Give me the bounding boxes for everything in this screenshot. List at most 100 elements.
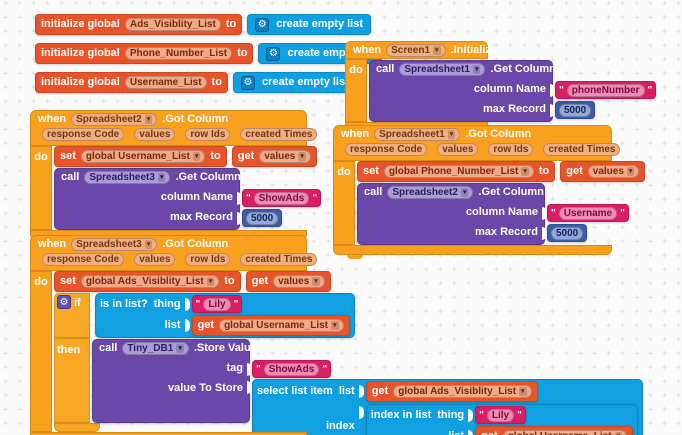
text-block[interactable]: "phoneNumber" — [555, 81, 657, 99]
param-label: column Name — [473, 83, 546, 95]
variable-dropdown[interactable]: global Ads_Visiblity_List▾ — [80, 275, 220, 288]
number-block[interactable]: 5000 — [242, 209, 283, 227]
is-in-list-block[interactable]: is in list?thing "Lily" list get globa — [95, 293, 355, 338]
initialize-variable-block[interactable]: initialize global Phone_Number_List to — [35, 43, 254, 64]
variable-dropdown[interactable]: global Username_List▾ — [80, 150, 206, 163]
variable-dropdown[interactable]: global Username_List▾ — [219, 319, 344, 332]
text-field[interactable]: phoneNumber — [566, 83, 645, 97]
set-statement-row: set global Ads_Visiblity_List▾ to get va… — [54, 271, 331, 292]
event-param-chip: row Ids — [185, 253, 231, 266]
if-then-block[interactable]: ⚙ if is in list?thing "Lily" list — [54, 293, 644, 435]
socket — [227, 76, 233, 89]
text-field[interactable]: Username — [558, 206, 618, 220]
to-label: to — [237, 47, 248, 59]
event-block-spreadsheet2-got-column[interactable]: when Spreadsheet2▾ .Got Column response … — [30, 110, 322, 244]
dropdown-icon: ▾ — [447, 129, 456, 139]
text-block[interactable]: "ShowAds" — [242, 189, 322, 207]
to-label: to — [224, 275, 235, 287]
create-empty-list-block[interactable]: ⚙ create empty list — [232, 72, 357, 93]
event-param-chip: created Times — [240, 253, 318, 266]
event-param-chip: row Ids — [488, 143, 534, 156]
variable-name-field[interactable]: Phone_Number_List — [124, 47, 233, 60]
event-block-spreadsheet3-got-column[interactable]: when Spreadsheet3▾ .Got Column response … — [30, 235, 644, 435]
component-dropdown[interactable]: Tiny_DB1▾ — [122, 342, 189, 355]
initialize-variable-block[interactable]: initialize global Ads_Visiblity_List to — [35, 14, 243, 35]
text-field[interactable]: Lily — [486, 408, 515, 422]
number-block[interactable]: 5000 — [547, 224, 588, 242]
variable-dropdown[interactable]: global Ads_Visiblity_List▾ — [393, 385, 532, 398]
number-field[interactable]: 5000 — [551, 226, 584, 240]
socket — [468, 430, 474, 435]
text-field[interactable]: ShowAds — [263, 362, 320, 376]
event-param-chip: response Code — [42, 253, 125, 266]
component-dropdown[interactable]: Spreadsheet3▾ — [71, 237, 158, 251]
text-field[interactable]: ShowAds — [253, 191, 310, 205]
gear-icon[interactable]: ⚙ — [255, 17, 270, 32]
variable-dropdown[interactable]: values▾ — [259, 150, 311, 163]
variable-name-field[interactable]: Username_List — [124, 76, 207, 89]
create-empty-list-block[interactable]: ⚙ create empty list — [247, 14, 372, 35]
get-variable-block[interactable]: get values▾ — [560, 161, 646, 182]
variable-dropdown[interactable]: global Phone_Number_List▾ — [383, 165, 534, 178]
event-param-chip: values — [437, 143, 479, 156]
set-label: set — [363, 165, 379, 177]
text-field[interactable]: Lily — [203, 297, 231, 311]
dropdown-icon: ▾ — [206, 277, 215, 286]
if-header: ⚙ if — [54, 293, 90, 338]
text-block[interactable]: "Username" — [547, 204, 629, 222]
get-variable-block[interactable]: get global Username_List▾ — [191, 315, 350, 336]
dropdown-icon: ▾ — [144, 114, 153, 124]
component-dropdown[interactable]: Spreadsheet2▾ — [71, 112, 158, 126]
text-block[interactable]: "Lily" — [475, 406, 526, 424]
set-variable-block[interactable]: set global Ads_Visiblity_List▾ to — [54, 271, 241, 292]
init-global-phone-number-list-block[interactable]: initialize global Phone_Number_List to ⚙… — [35, 43, 383, 64]
get-variable-block[interactable]: get global Username_List▾ — [475, 426, 634, 435]
variable-dropdown[interactable]: global Username_List▾ — [502, 430, 628, 435]
set-variable-block[interactable]: set global Phone_Number_List▾ to — [357, 161, 556, 182]
gear-icon[interactable]: ⚙ — [240, 75, 255, 90]
variable-dropdown[interactable]: values▾ — [587, 165, 640, 178]
event-block-screen1-initialize[interactable]: when Screen1▾ .Initialize do call Spread… — [345, 41, 657, 136]
socket — [550, 103, 555, 117]
initialize-label: initialize global — [41, 18, 120, 30]
method-name-label: .Get Column — [490, 63, 556, 75]
number-field[interactable]: 5000 — [246, 211, 279, 225]
socket — [237, 191, 242, 205]
number-field[interactable]: 5000 — [559, 103, 592, 117]
event-block-spreadsheet1-got-column[interactable]: when Spreadsheet1▾ .Got Column response … — [333, 125, 646, 259]
socket — [358, 406, 364, 419]
call-get-column-block[interactable]: call Spreadsheet1▾ .Get Column column Na… — [369, 60, 657, 122]
text-block[interactable]: "ShowAds" — [252, 360, 332, 378]
number-block[interactable]: 5000 — [555, 101, 596, 119]
get-variable-block[interactable]: get values▾ — [245, 271, 331, 292]
dropdown-icon: ▾ — [312, 277, 320, 286]
component-dropdown[interactable]: Spreadsheet2▾ — [387, 186, 474, 199]
get-variable-block[interactable]: get global Ads_Visiblity_List▾ — [365, 381, 538, 402]
gear-icon[interactable]: ⚙ — [57, 295, 71, 309]
get-variable-block[interactable]: get values▾ — [231, 146, 317, 167]
event-param-chip: values — [134, 253, 176, 266]
variable-dropdown[interactable]: values▾ — [273, 275, 325, 288]
component-dropdown[interactable]: Screen1▾ — [386, 43, 446, 57]
component-dropdown[interactable]: Spreadsheet1▾ — [399, 63, 486, 76]
dropdown-icon: ▾ — [192, 152, 201, 161]
event-param-chip: response Code — [345, 143, 428, 156]
component-dropdown[interactable]: Spreadsheet3▾ — [84, 171, 171, 184]
socket — [542, 206, 547, 220]
text-block[interactable]: "Lily" — [191, 295, 243, 313]
init-global-ads-visiblity-list-block[interactable]: initialize global Ads_Visiblity_List to … — [35, 14, 372, 35]
gear-icon[interactable]: ⚙ — [266, 46, 281, 61]
component-dropdown[interactable]: Spreadsheet1▾ — [374, 127, 461, 141]
call-store-value-block[interactable]: call Tiny_DB1▾ .Store Value tag value To… — [92, 339, 644, 435]
call-get-column-block[interactable]: call Spreadsheet2▾ .Get Column column Na… — [357, 183, 629, 245]
initialize-variable-block[interactable]: initialize global Username_List to — [35, 72, 228, 93]
param-label: column Name — [465, 206, 538, 218]
set-variable-block[interactable]: set global Username_List▾ to — [54, 146, 227, 167]
variable-name-field[interactable]: Ads_Visiblity_List — [124, 18, 221, 31]
call-get-column-block[interactable]: call Spreadsheet3▾ .Get Column column Na… — [54, 168, 322, 230]
init-global-username-list-block[interactable]: initialize global Username_List to ⚙ cre… — [35, 72, 357, 93]
